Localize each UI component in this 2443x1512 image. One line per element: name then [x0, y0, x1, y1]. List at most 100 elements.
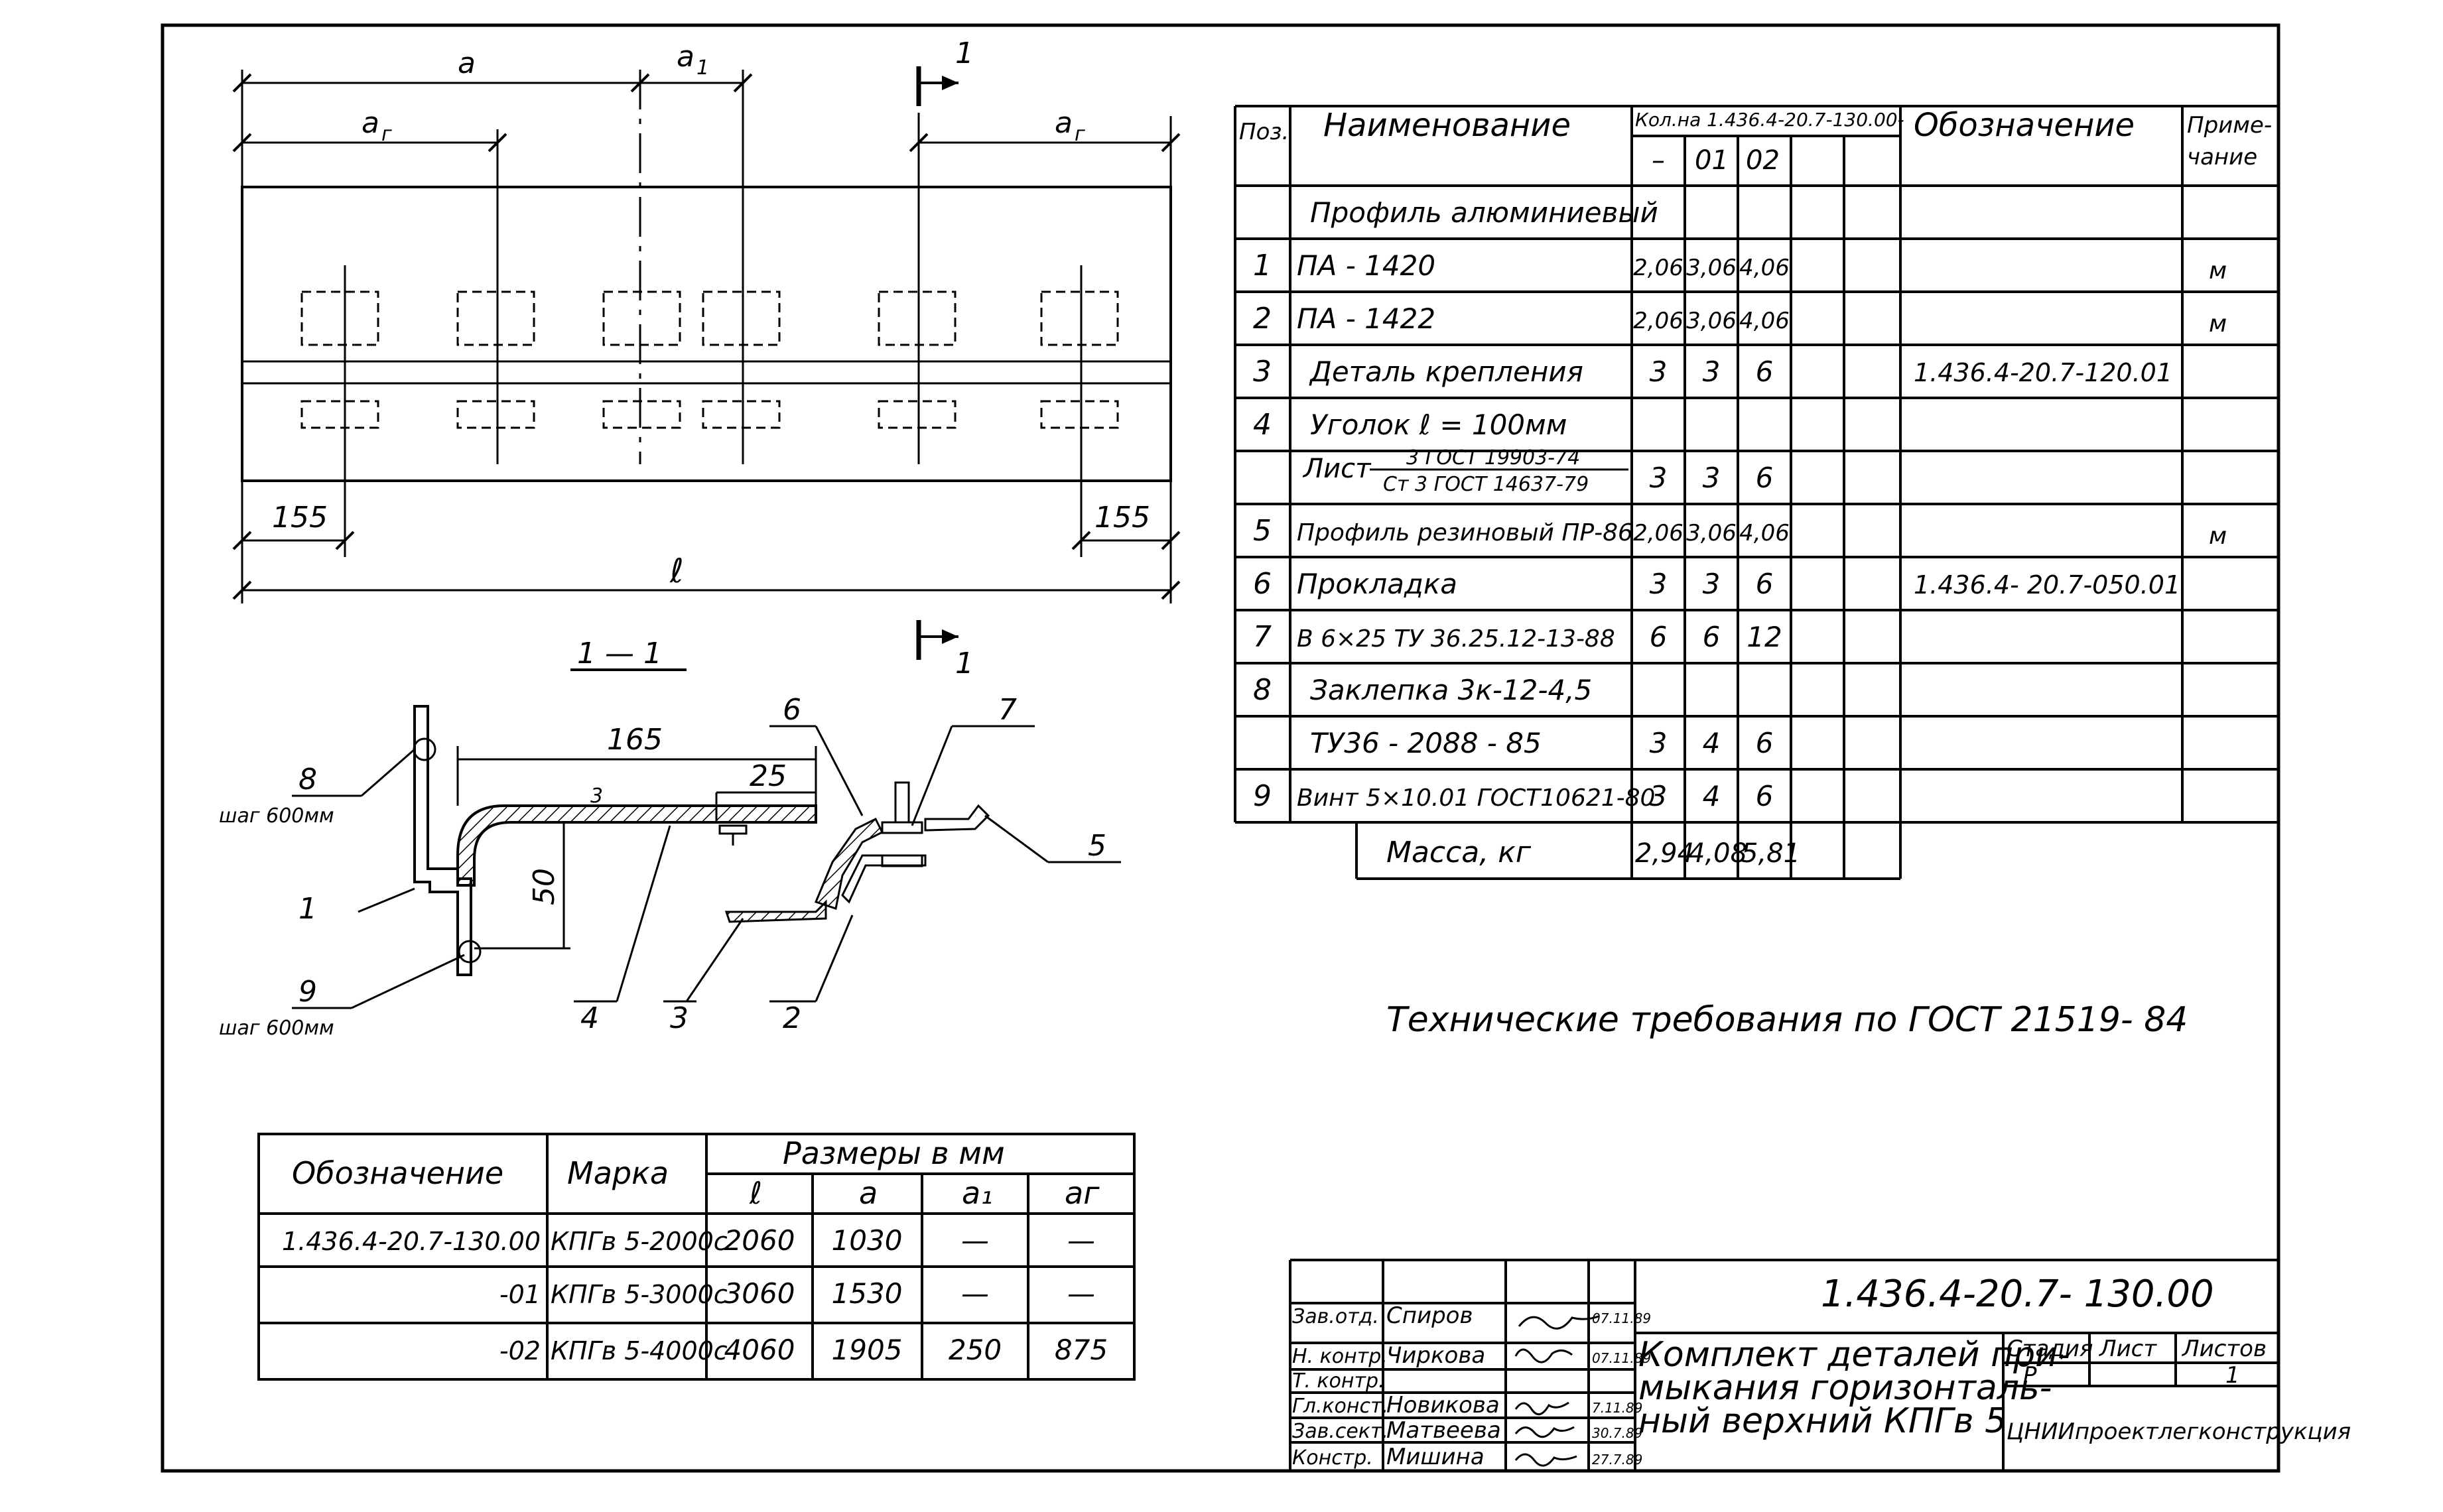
spec-row-qty-1: 3,06 [1686, 308, 1737, 334]
spec-row-name: Уголок ℓ = 100мм [1310, 409, 1567, 441]
plan-view [232, 66, 1181, 660]
spec-sheet-numerator: 3 ГОСТ 19903-74 [1406, 446, 1580, 470]
dim-165: 165 [607, 723, 663, 757]
dim-50: 50 [527, 868, 561, 905]
spec-row-name: ТУ36 - 2088 - 85 [1310, 727, 1542, 759]
signature-role: Т. контр. [1292, 1369, 1385, 1393]
doc-title-line-3: ный верхний КПГв 5 [1638, 1401, 2007, 1441]
sizes-header-a: a [859, 1175, 878, 1211]
sizes-header-mark: Марка [567, 1155, 669, 1191]
section-mark-bottom: 1 [955, 647, 974, 680]
callout-1: 1 [298, 892, 317, 926]
spec-row-name: Профиль резиновый ПР-86 [1297, 519, 1633, 546]
spec-row-qty-1: 3,06 [1686, 520, 1737, 546]
sizes-row-a: 1030 [832, 1224, 903, 1257]
dim-a1-sub: 1 [696, 56, 709, 80]
doc-code: 1.436.4-20.7- 130.00 [1821, 1273, 2214, 1316]
spec-row-qty-2: 4,06 [1739, 520, 1790, 546]
sizes-header-designation: Обозначение [292, 1155, 503, 1191]
spec-header-designation: Обозначение [1914, 107, 2135, 144]
sizes-row-a1: — [961, 1277, 989, 1310]
spec-header-note-1: Приме- [2187, 112, 2272, 139]
sizes-row-a2: — [1067, 1277, 1095, 1310]
sizes-row-a2: — [1067, 1224, 1095, 1257]
spec-row-name: В 6×25 ТУ 36.25.12-13-88 [1297, 625, 1615, 653]
spec-row-pos: 5 [1253, 514, 1272, 548]
sizes-row-l: 3060 [724, 1277, 795, 1310]
spec-row-qty-0: 2,06 [1633, 255, 1684, 281]
spec-row-qty-0: 3 [1650, 780, 1668, 812]
spec-row-pos: 6 [1253, 567, 1272, 601]
dim-a2-left: a [362, 106, 379, 140]
spec-row-qty-0: 3 [1650, 462, 1668, 494]
sizes-row-mark: КПГв 5-4000с [551, 1336, 728, 1365]
spec-row-pos: 9 [1253, 779, 1272, 813]
spec-header-q0: – [1652, 145, 1665, 176]
spec-row-qty-2: 6 [1756, 355, 1774, 388]
spec-row-qty-2: 4,06 [1739, 308, 1790, 334]
dim-a2-right-sub: г [1075, 123, 1085, 146]
callout-5: 5 [1088, 829, 1106, 863]
spec-row-qty-1: 3 [1703, 568, 1721, 600]
signature-date: 27.7.89 [1592, 1452, 1642, 1468]
spec-row-qty-0: 3 [1650, 355, 1668, 388]
callout-2: 2 [783, 1001, 801, 1035]
signature-role: Гл.конст. [1292, 1395, 1388, 1418]
dim-155-right: 155 [1094, 501, 1150, 535]
spec-header-name: Наименование [1323, 107, 1571, 144]
callout-8-pitch: шаг 600мм [219, 804, 334, 828]
sheet-label: Лист [2098, 1336, 2157, 1362]
spec-row-name: Профиль алюминиевый [1310, 196, 1658, 229]
spec-row-qty-1: 3 [1703, 355, 1721, 388]
spec-row-pos: 8 [1253, 673, 1272, 707]
spec-sheet-prefix: Лист [1302, 454, 1372, 484]
dim-a: a [458, 46, 476, 80]
spec-sheet-denominator: Ст 3 ГОСТ 14637-79 [1383, 473, 1589, 496]
spec-table-grid [1234, 105, 2278, 880]
dim-a2-right: a [1055, 106, 1073, 140]
sizes-row-a1: — [961, 1224, 989, 1257]
spec-row-qty-0: 2,06 [1633, 520, 1684, 546]
dim-25: 25 [750, 759, 787, 793]
sizes-row-a: 1530 [832, 1277, 903, 1310]
spec-row-qty-0: 3 [1650, 727, 1668, 759]
spec-row-name: Деталь крепления [1309, 355, 1583, 388]
spec-header-q1: 01 [1695, 145, 1729, 176]
spec-row-pos: 3 [1253, 355, 1272, 389]
callout-9: 9 [298, 975, 317, 1009]
signature-name: Матвеева [1386, 1417, 1501, 1444]
spec-row-qty-0: 6 [1650, 621, 1668, 653]
callout-9-pitch: шаг 600мм [219, 1017, 334, 1040]
spec-row-designation: 1.436.4- 20.7-050.01 [1914, 570, 2180, 599]
doc-title-line-2: мыкания горизонталь- [1638, 1368, 2052, 1408]
spec-row-pos: 7 [1253, 620, 1272, 654]
signatures [1514, 1315, 1599, 1467]
callout-8: 8 [298, 763, 317, 796]
spec-row-note: м [2209, 257, 2227, 284]
sizes-table-grid [257, 1133, 1136, 1381]
signature-date: 07.11.89 [1592, 1350, 1651, 1366]
mass-label: Масса, кг [1386, 836, 1532, 869]
signature-date: 30.7.89 [1592, 1425, 1642, 1441]
title-block-grid [1289, 1259, 2278, 1472]
spec-row-qty-2: 6 [1756, 780, 1774, 812]
spec-row-designation: 1.436.4-20.7-120.01 [1914, 358, 2172, 387]
section-view [292, 668, 1121, 1009]
callout-4: 4 [580, 1001, 599, 1035]
dim-155-left: 155 [272, 501, 328, 535]
spec-row-qty-1: 3,06 [1686, 255, 1737, 281]
spec-row-qty-1: 4 [1703, 727, 1721, 759]
dim-a2-left-sub: г [381, 123, 392, 146]
section-title: 1 — 1 [577, 637, 662, 670]
dim-length: ℓ [669, 552, 684, 590]
spec-row-pos: 1 [1253, 249, 1272, 283]
spec-header-q2: 02 [1746, 145, 1780, 176]
signature-role: Н. контр. [1292, 1345, 1388, 1368]
sheets-value: 1 [2225, 1362, 2240, 1389]
spec-row-qty-2: 4,06 [1739, 255, 1790, 281]
spec-header-qty: Кол.на 1.436.4-20.7-130.00- [1635, 109, 1904, 131]
sheet-frame [161, 23, 2280, 1473]
spec-row-qty-1: 4 [1703, 780, 1721, 812]
dim-3: 3 [590, 785, 603, 808]
